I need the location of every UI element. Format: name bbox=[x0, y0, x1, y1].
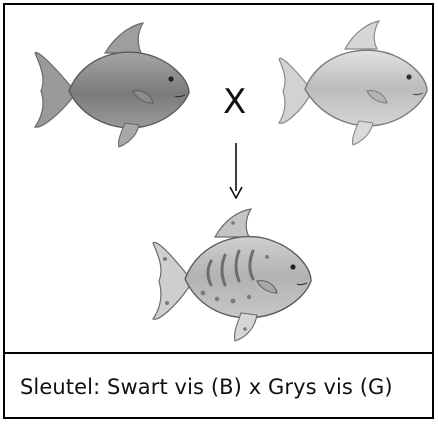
speckled-fish-icon bbox=[145, 205, 317, 345]
caption: Sleutel: Swart vis (B) x Grys vis (G) bbox=[5, 357, 432, 417]
black-fish-icon bbox=[25, 19, 195, 149]
divider bbox=[5, 352, 432, 354]
cross-symbol: X bbox=[223, 85, 246, 119]
grey-fish-icon bbox=[271, 19, 437, 149]
diagram-frame: X bbox=[3, 3, 434, 419]
down-arrow-icon bbox=[229, 143, 243, 199]
